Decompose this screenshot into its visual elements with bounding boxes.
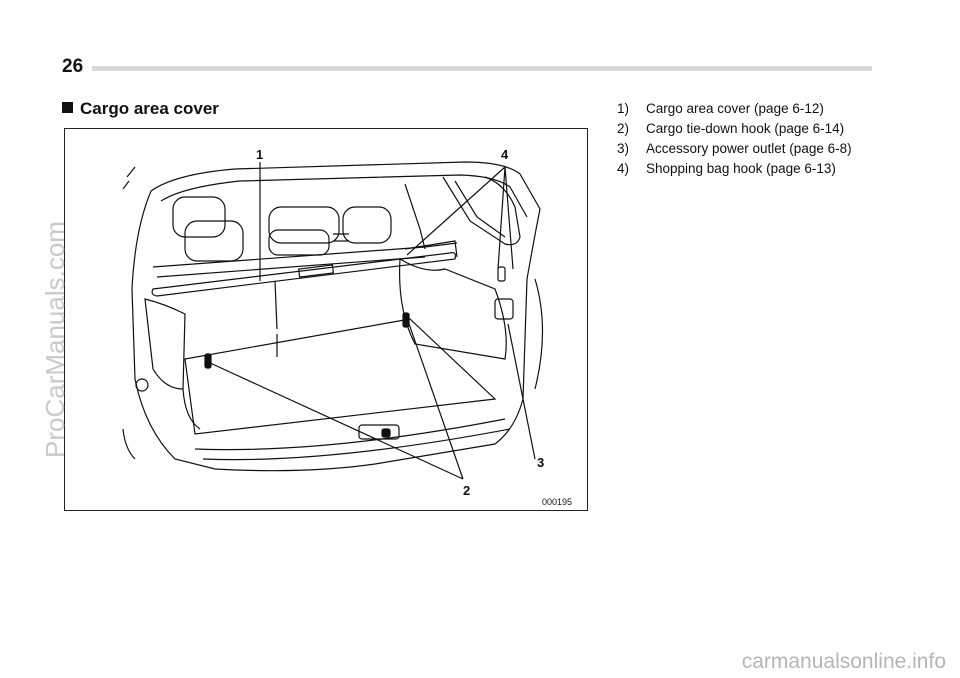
image-code: 000195: [542, 497, 572, 507]
legend-text: Accessory power outlet (page 6-8): [646, 141, 852, 156]
header-rule: [92, 66, 872, 71]
footer-watermark: carmanualsonline.info: [741, 650, 946, 673]
page-number: 26: [62, 56, 84, 77]
cargo-area-illustration: 1 4 3 2 000195: [64, 128, 588, 511]
side-watermark: ProCarManuals.com: [40, 221, 70, 458]
legend-text: Cargo area cover (page 6-12): [646, 101, 824, 116]
callout-3: 3: [537, 455, 544, 470]
legend-item: 1) Cargo area cover (page 6-12): [617, 99, 852, 119]
section-title: Cargo area cover: [62, 99, 219, 119]
legend-item: 3) Accessory power outlet (page 6-8): [617, 139, 852, 159]
legend-text: Cargo tie-down hook (page 6-14): [646, 121, 845, 136]
legend-text: Shopping bag hook (page 6-13): [646, 161, 836, 176]
legend-number: 3): [617, 141, 630, 156]
callout-labels: 1 4 3 2 000195: [256, 147, 572, 507]
callout-2: 2: [463, 483, 470, 498]
legend-number: 2): [617, 121, 630, 136]
legend-item: 4) Shopping bag hook (page 6-13): [617, 159, 852, 179]
square-bullet-icon: [62, 102, 73, 113]
legend-number: 4): [617, 161, 630, 176]
legend-item: 2) Cargo tie-down hook (page 6-14): [617, 119, 852, 139]
callout-1: 1: [256, 147, 263, 162]
legend-number: 1): [617, 101, 630, 116]
callout-4: 4: [501, 147, 509, 162]
section-title-text: Cargo area cover: [80, 99, 219, 118]
legend-list: 1) Cargo area cover (page 6-12) 2) Cargo t…: [617, 99, 852, 179]
cargo-area-drawing: [122, 161, 544, 480]
